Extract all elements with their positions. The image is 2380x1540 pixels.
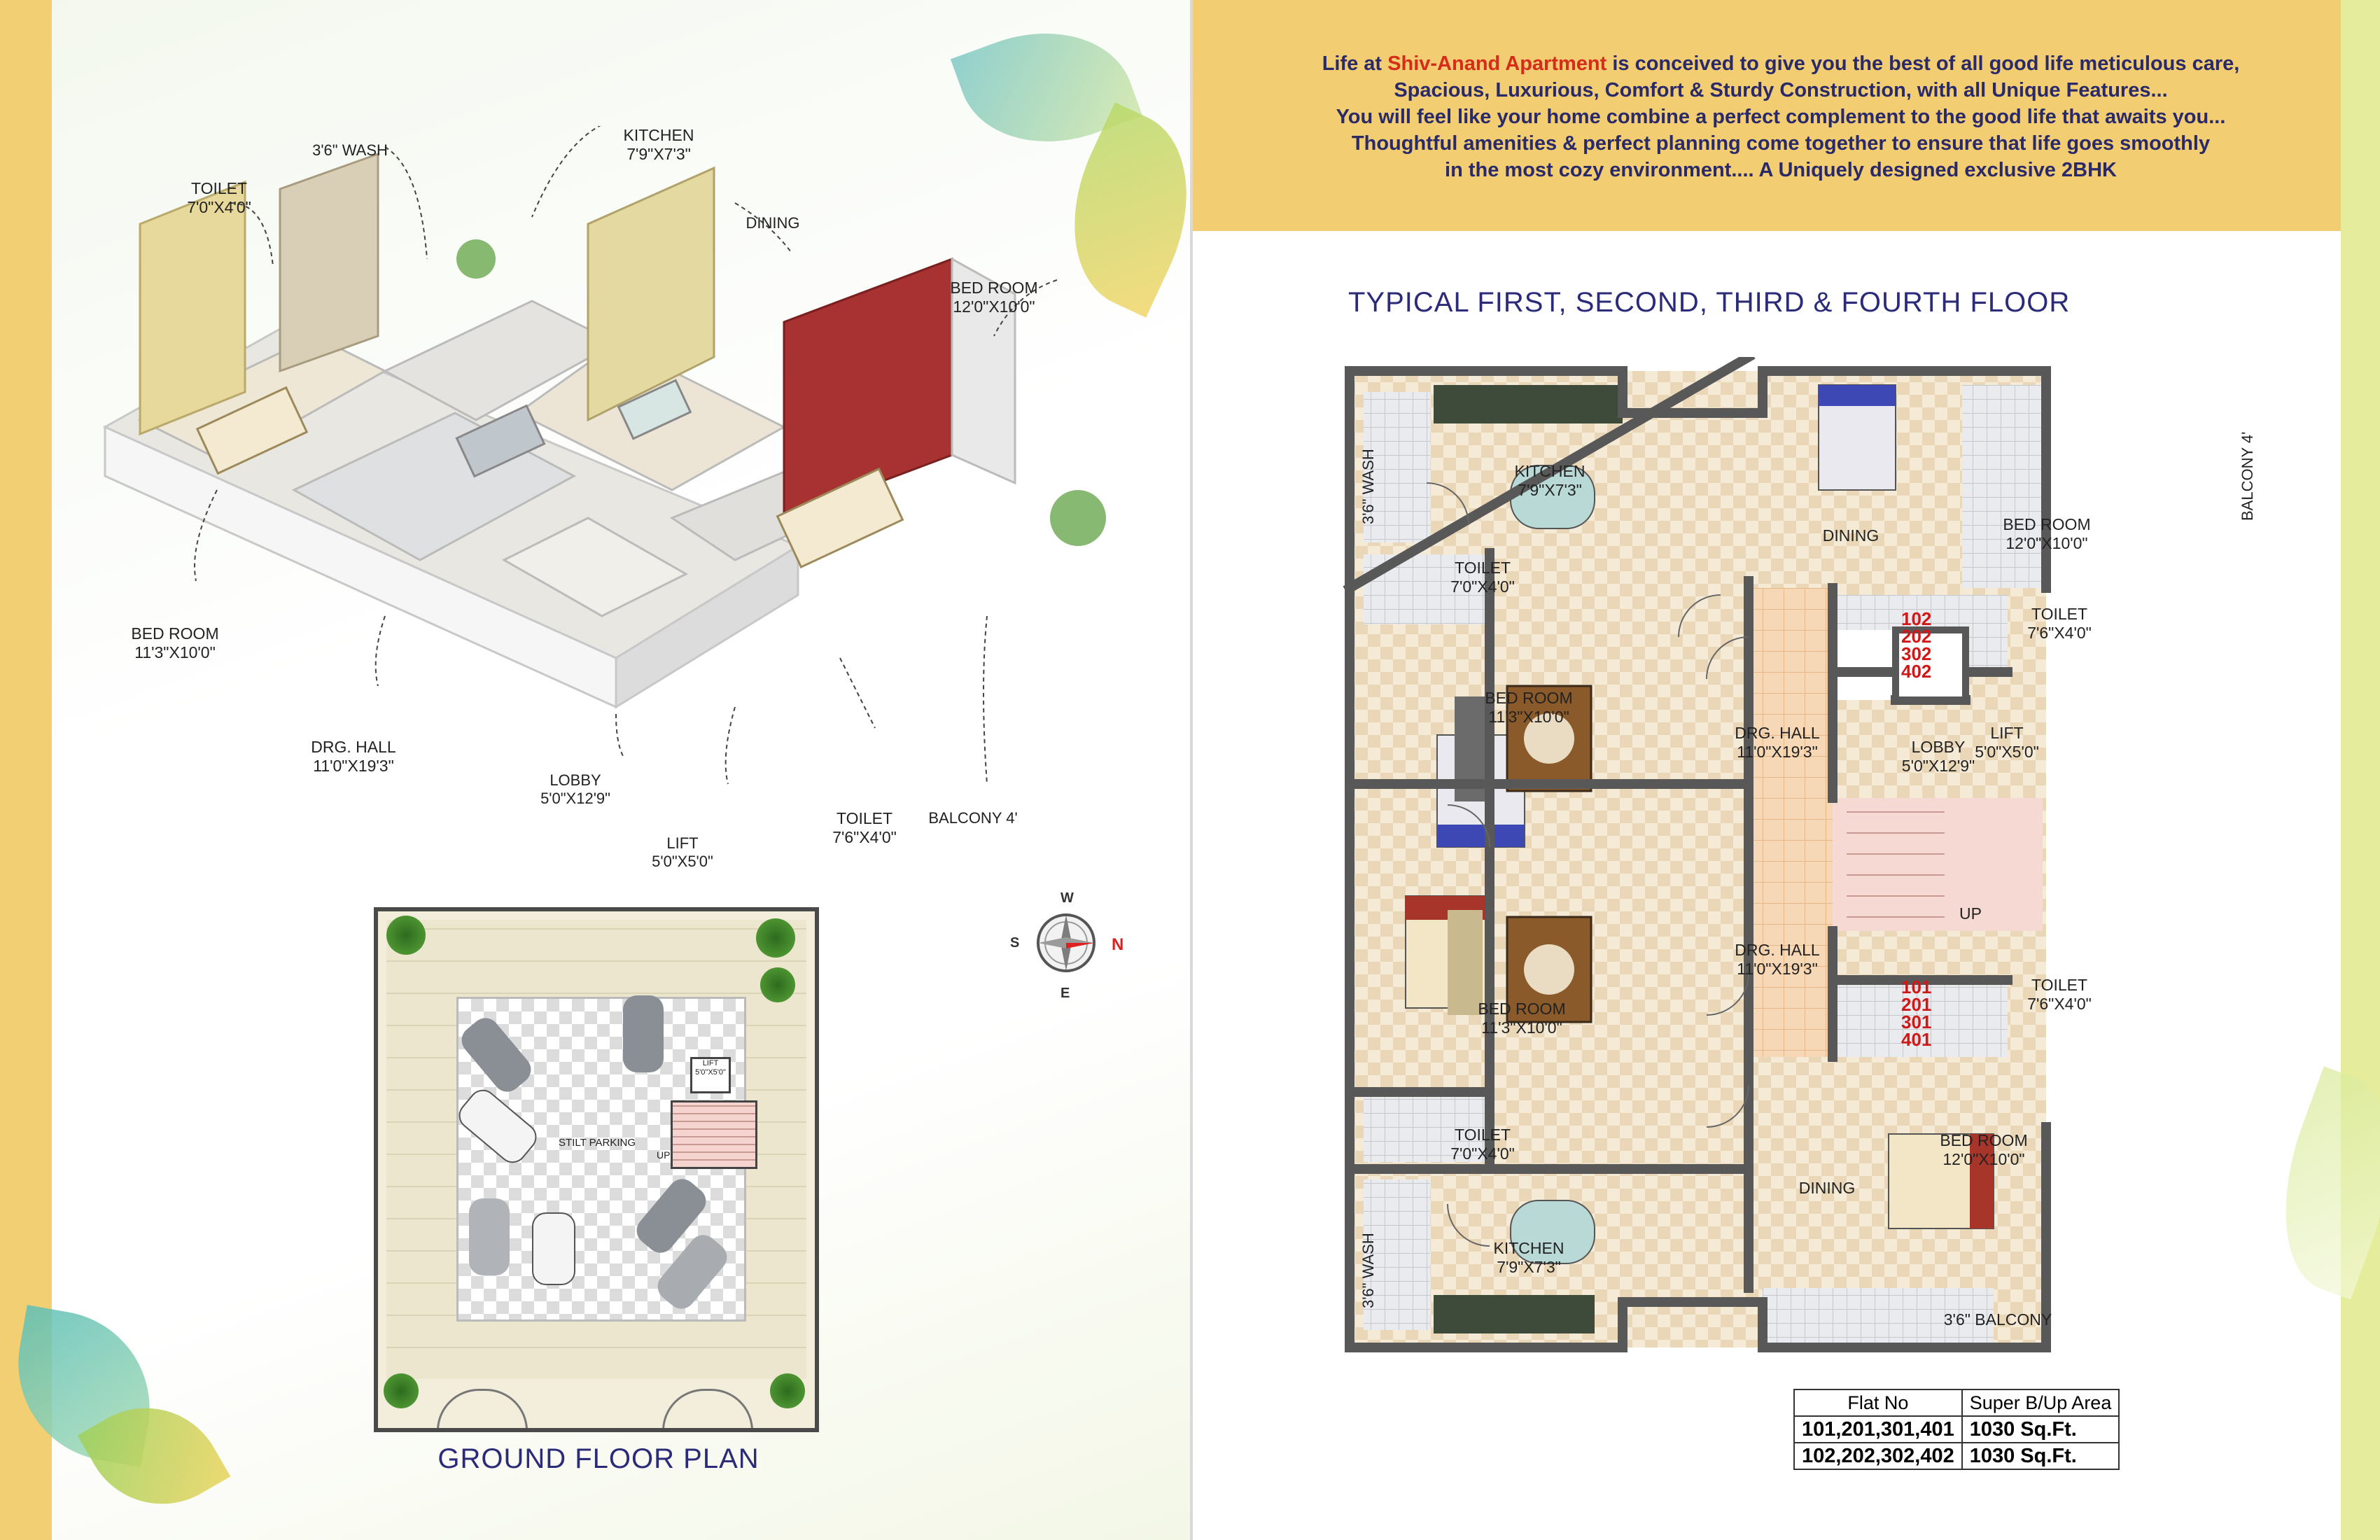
area-table-col-area: Super B/Up Area [1961, 1389, 2120, 1417]
page-gutter [1190, 0, 1193, 1540]
ground-stair-label: UP [657, 1149, 671, 1161]
dining-top-label: DINING [1822, 526, 1879, 545]
wash-top-label: 3'6" WASH [1359, 449, 1377, 524]
compass-w-label: W [1060, 890, 1074, 906]
intro-header-band [1193, 0, 2380, 231]
typical-floor-title: TYPICAL FIRST, SECOND, THIRD & FOURTH FL… [1348, 287, 2071, 318]
table-row: 101,201,301,401 1030 Sq.Ft. [1793, 1415, 2120, 1443]
palm-icon [770, 1373, 805, 1408]
palm-icon [760, 967, 795, 1002]
stilt-parking-label: STILT PARKING [559, 1137, 636, 1149]
car-icon [469, 1198, 510, 1275]
iso-wash-label: 3'6" WASH [312, 141, 388, 159]
ground-floor-title: GROUND FLOOR PLAN [438, 1443, 760, 1474]
compass-icon [1037, 913, 1096, 972]
brand-name: Shiv-Anand Apartment [1387, 52, 1607, 75]
table-row: 102,202,302,402 1030 Sq.Ft. [1793, 1442, 2120, 1470]
area-table-area: 1030 Sq.Ft. [1961, 1415, 2120, 1443]
compass-e-label: E [1060, 986, 1070, 1001]
palm-icon [384, 1373, 419, 1408]
area-table: Flat No Super B/Up Area 101,201,301,401 … [1793, 1389, 2120, 1470]
intro-line-2: Spacious, Luxurious, Comfort & Sturdy Co… [1394, 79, 2168, 102]
dining-bottom-label: DINING [1798, 1179, 1856, 1197]
balcony-top-label: BALCONY 4' [2239, 431, 2256, 521]
car-icon [623, 995, 664, 1072]
area-table-flats: 101,201,301,401 [1793, 1415, 1963, 1443]
intro-line-5: in the most cozy environment.... A Uniqu… [1445, 159, 2117, 181]
gate [662, 1389, 753, 1428]
isometric-floor-plan [102, 126, 1106, 785]
area-table-col-flat: Flat No [1793, 1389, 1963, 1417]
compass-n-label: N [1112, 935, 1124, 954]
ground-stair [671, 1100, 757, 1169]
compass-s-label: S [1010, 935, 1020, 951]
iso-balcony-label: BALCONY 4' [928, 809, 1018, 827]
intro-line-4: Thoughtful amenities & perfect planning … [1351, 132, 2211, 155]
intro-line-1: Life at Shiv-Anand Apartment is conceive… [1322, 52, 2240, 75]
stair-up-label: UP [1959, 904, 1982, 923]
area-table-area: 1030 Sq.Ft. [1961, 1442, 2120, 1470]
left-color-band [0, 0, 52, 1540]
palm-icon [756, 918, 795, 958]
area-table-flats: 102,202,302,402 [1793, 1442, 1963, 1470]
palm-icon [386, 916, 426, 955]
balcony-bottom-label: 3'6" BALCONY [1943, 1310, 2052, 1329]
intro-line-3: You will feel like your home combine a p… [1336, 106, 2226, 128]
gate [437, 1389, 528, 1428]
typical-floor-plan [1343, 357, 2051, 1352]
right-page: Life at Shiv-Anand Apartment is conceive… [1193, 0, 2380, 1540]
right-color-band [2341, 0, 2380, 1540]
intro-text: Life at Shiv-Anand Apartment is conceive… [1298, 50, 2264, 183]
area-table-header-row: Flat No Super B/Up Area [1793, 1389, 2120, 1417]
car-icon [532, 1212, 575, 1285]
decorative-leaf [2252, 1066, 2380, 1300]
wash-bottom-label: 3'6" WASH [1359, 1233, 1377, 1308]
iso-dining-label: DINING [746, 214, 800, 232]
